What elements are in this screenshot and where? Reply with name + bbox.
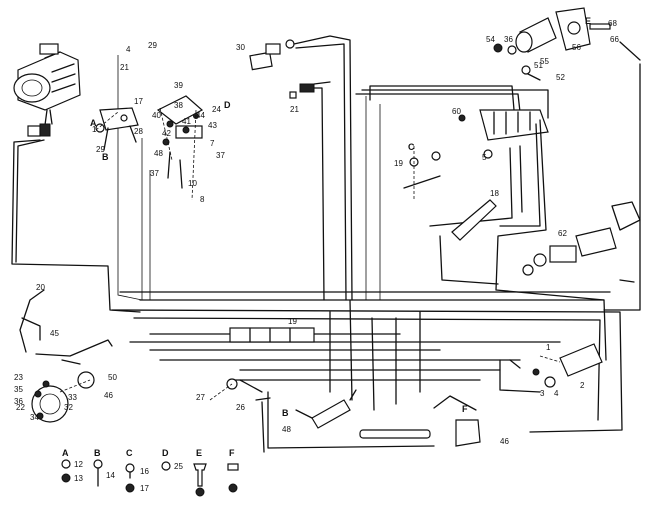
part-label: 39 <box>174 81 183 90</box>
legend-letter-f: F <box>229 448 235 458</box>
bracket-assembly <box>95 107 139 151</box>
letter-e: E <box>585 16 591 26</box>
part-label: 33 <box>68 393 77 402</box>
part-label: 34 <box>30 413 39 422</box>
part-label: 50 <box>108 373 117 382</box>
legend-letter-d: D <box>162 448 169 458</box>
part-label: 23 <box>14 373 23 382</box>
handle-18 <box>439 199 499 285</box>
legend-letter-a: A <box>62 448 69 458</box>
part-label: 5 <box>482 153 487 162</box>
part-label: 22 <box>16 403 25 412</box>
part-label: 4 <box>126 45 131 54</box>
part-label: 19 <box>288 317 297 326</box>
part-label: 29 <box>96 145 105 154</box>
part-label: 48 <box>154 149 163 158</box>
part-label: 36 <box>504 35 513 44</box>
legend-item: 13 <box>74 474 83 483</box>
part-label: 4 <box>554 389 559 398</box>
part-label: 28 <box>134 127 143 136</box>
legend-item: 14 <box>106 471 115 480</box>
part-label: 26 <box>236 403 245 412</box>
part-label: 36 <box>14 397 23 406</box>
legend-letter-e: E <box>196 448 202 458</box>
letter-c: C <box>408 142 415 152</box>
connector-30 <box>249 35 353 301</box>
part-label: 68 <box>608 19 617 28</box>
part-labels: 29 4 21 17 28 1 29 39 38 40 41 44 43 42 … <box>14 19 619 446</box>
letter-d: D <box>224 100 231 110</box>
switch-cluster <box>156 95 204 201</box>
legend-item: 12 <box>74 460 83 469</box>
part-label: 21 <box>120 63 129 72</box>
letter-b: B <box>102 152 109 162</box>
part-label: 2 <box>580 381 585 390</box>
letter-callouts: B A D C E B F <box>90 16 591 418</box>
legend-item: 25 <box>174 462 183 471</box>
part-label: 29 <box>148 41 157 50</box>
part-label: 3 <box>540 389 545 398</box>
legend-item: 17 <box>140 484 149 493</box>
part-label: 20 <box>36 283 45 292</box>
hardware-legend <box>61 459 239 497</box>
part-label: 27 <box>196 393 205 402</box>
part-label: 10 <box>188 179 197 188</box>
hardware-legend-labels: A 12 13 B 14 C 16 17 D 25 E F <box>62 448 235 493</box>
terminal-block <box>429 109 605 301</box>
legend-item: 16 <box>140 467 149 476</box>
part-label: 55 <box>540 57 549 66</box>
lamp-48 <box>295 389 357 429</box>
letter-f: F <box>462 404 468 414</box>
part-label: 44 <box>196 111 205 120</box>
part-label: 38 <box>174 101 183 110</box>
part-label: 45 <box>50 329 59 338</box>
part-label: 8 <box>200 195 205 204</box>
part-label: 40 <box>152 111 161 120</box>
part-label: 42 <box>162 129 171 138</box>
part-label: 18 <box>490 189 499 198</box>
part-label: 43 <box>208 121 217 130</box>
part-label: 19 <box>394 159 403 168</box>
bracket-46 <box>359 395 481 447</box>
letter-a: A <box>90 118 97 128</box>
part-c-switch <box>403 146 441 200</box>
part-label: 35 <box>14 385 23 394</box>
part-label: 46 <box>104 391 113 400</box>
legend-letter-c: C <box>126 448 133 458</box>
connector-21 <box>289 81 331 301</box>
connector-bar-19 <box>229 327 315 343</box>
part-label: 51 <box>534 61 543 70</box>
part-label: 54 <box>486 35 495 44</box>
part-label: 48 <box>282 425 291 434</box>
part-label: 24 <box>212 105 221 114</box>
switch-1234 <box>509 343 603 388</box>
part-label: 66 <box>610 35 619 44</box>
lower-left-switch <box>31 371 95 423</box>
part-label: 7 <box>210 139 215 148</box>
part-label: 56 <box>572 43 581 52</box>
legend-letter-b: B <box>94 448 101 458</box>
part-label: 17 <box>134 97 143 106</box>
part-label: 1 <box>546 343 551 352</box>
part-label: 37 <box>150 169 159 178</box>
part-label: 1 <box>92 125 97 134</box>
part-label: 32 <box>64 403 73 412</box>
part-label: 41 <box>182 117 191 126</box>
part-label: 52 <box>556 73 565 82</box>
bracket-62 <box>522 201 641 283</box>
letter-b-lower: B <box>282 408 289 418</box>
switch-26-27 <box>209 378 271 401</box>
part-label: 60 <box>452 107 461 116</box>
part-label: 30 <box>236 43 245 52</box>
part-label: 21 <box>290 105 299 114</box>
part-label: 37 <box>216 151 225 160</box>
part-label: 46 <box>500 437 509 446</box>
solenoid-assembly <box>493 7 641 81</box>
part-label: 62 <box>558 229 567 238</box>
motor-assembly <box>13 43 81 137</box>
